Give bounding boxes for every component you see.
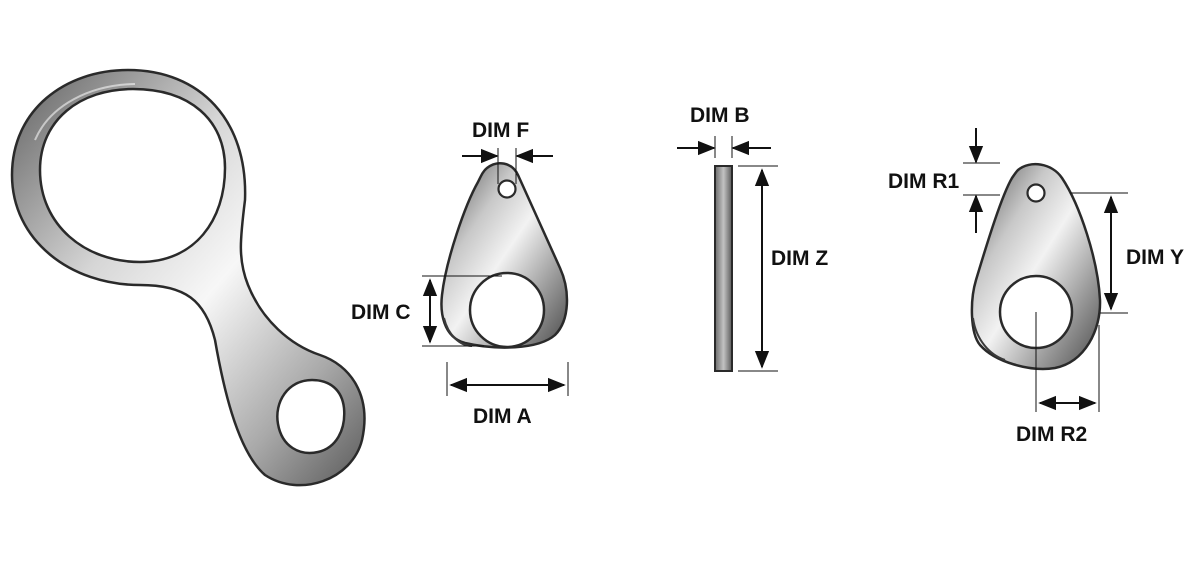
- dim-z-label: DIM Z: [771, 247, 828, 270]
- dim-c-label: DIM C: [351, 301, 411, 324]
- dim-b-label: DIM B: [690, 104, 750, 127]
- dim-r1-label: DIM R1: [888, 170, 959, 193]
- side-view-lug: DIM B DIM Z: [677, 104, 828, 372]
- dim-y-label: DIM Y: [1126, 246, 1184, 269]
- dim-a-label: DIM A: [473, 405, 532, 428]
- dim-f-label: DIM F: [472, 119, 529, 142]
- front-view-lug-a: DIM F DIM C DIM A: [351, 119, 569, 428]
- front-view-lug-b: DIM R1 DIM Y DIM R2: [888, 128, 1184, 446]
- figure-eight-lug-photo: [10, 68, 366, 487]
- dim-r2-label: DIM R2: [1016, 423, 1087, 446]
